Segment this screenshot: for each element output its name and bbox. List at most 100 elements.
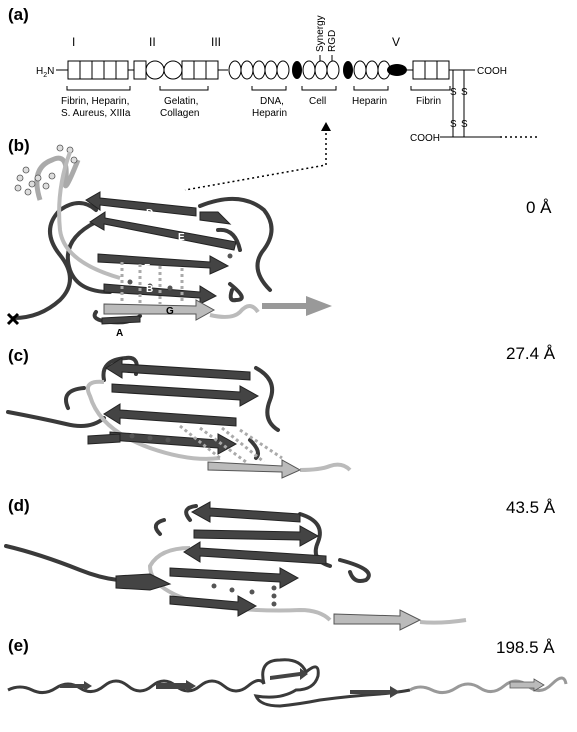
variable-region-v bbox=[387, 64, 407, 76]
disulfide-bridge bbox=[452, 70, 465, 137]
distance-label-1: 27.4 Å bbox=[506, 344, 556, 363]
distance-label-2: 43.5 Å bbox=[506, 498, 556, 517]
binding-label-1-line2: S. Aureus, XIIIa bbox=[61, 108, 131, 119]
panel-label-c: (c) bbox=[8, 346, 29, 365]
sulfur-label-2: S bbox=[461, 87, 468, 98]
panel-label-b: (b) bbox=[8, 136, 30, 155]
region-numeral-2: II bbox=[149, 35, 156, 49]
type-iii-modules bbox=[228, 60, 290, 80]
light-loop-b bbox=[57, 151, 121, 280]
c-terminus-label-2: COOH bbox=[410, 133, 440, 144]
binding-label-5: Heparin bbox=[352, 96, 387, 107]
extended-chain-dark bbox=[7, 679, 266, 695]
binding-label-4: Cell bbox=[309, 96, 326, 107]
type-iii-modules-heparin bbox=[353, 60, 391, 80]
panel-label-d: (d) bbox=[8, 496, 30, 515]
binding-label-6: Fibrin bbox=[416, 96, 441, 107]
strand-d bbox=[85, 191, 197, 217]
binding-label-2-line1: Gelatin, bbox=[164, 96, 198, 107]
strand-d-3 bbox=[183, 541, 327, 565]
sulfur-label-3: S bbox=[450, 119, 457, 130]
binding-label-3-line1: DNA, bbox=[260, 96, 284, 107]
light-loop-c bbox=[85, 379, 221, 461]
strand-label-c: C bbox=[144, 235, 151, 246]
zoom-pointer bbox=[184, 122, 331, 191]
strand-label-f: F bbox=[144, 263, 150, 274]
strands-d bbox=[115, 501, 327, 617]
light-tail-b bbox=[209, 304, 260, 319]
type-iii-modules-cell bbox=[302, 60, 340, 80]
binding-label-2-line2: Collagen bbox=[160, 108, 199, 119]
structure-panel-e bbox=[7, 658, 568, 708]
sulfur-label-1: S bbox=[450, 87, 457, 98]
pulling-force-arrow bbox=[262, 296, 332, 316]
strand-c-g bbox=[207, 459, 302, 479]
strand-a bbox=[101, 315, 141, 325]
binding-label-1-line1: Fibrin, Heparin, bbox=[61, 96, 129, 107]
strands-b bbox=[85, 191, 237, 325]
extended-chain-light bbox=[409, 676, 568, 695]
strand-d-6 bbox=[169, 595, 258, 617]
hbond-dots-b bbox=[127, 253, 233, 291]
type-i-modules-region-1 bbox=[67, 60, 129, 80]
hbond-dashes-c bbox=[179, 424, 283, 464]
synergy-label: Synergy bbox=[315, 15, 326, 52]
light-tail-c bbox=[299, 462, 352, 472]
strand-d-5 bbox=[115, 573, 172, 591]
strand-c-4 bbox=[109, 431, 238, 455]
strand-g bbox=[103, 299, 216, 321]
strand-b bbox=[103, 283, 218, 305]
type-i-module-6 bbox=[133, 60, 147, 80]
sulfur-label-4: S bbox=[461, 119, 468, 130]
anchor-point-icon bbox=[6, 312, 20, 326]
type-ii-module-2 bbox=[163, 60, 183, 80]
type-ii-module-1 bbox=[145, 60, 165, 80]
strand-label-g: G bbox=[166, 306, 174, 317]
panel-label-a: (a) bbox=[8, 5, 29, 24]
strand-c-3 bbox=[103, 403, 237, 427]
structure-panel-d bbox=[4, 501, 467, 631]
type-i-modules-fibrin bbox=[412, 60, 450, 80]
light-tail-d bbox=[419, 618, 467, 625]
strand-e-stub bbox=[199, 211, 232, 225]
module-map: H2N bbox=[36, 15, 540, 191]
hbond-dots-c bbox=[129, 433, 171, 443]
strand-f bbox=[97, 253, 230, 275]
panel-label-e: (e) bbox=[8, 636, 29, 655]
strand-label-e: E bbox=[178, 232, 185, 243]
binding-label-3-line2: Heparin bbox=[252, 108, 287, 119]
strand-label-d: D bbox=[146, 208, 153, 219]
rgd-ball-stick bbox=[14, 144, 81, 201]
distance-label-0: 0 Å bbox=[526, 198, 552, 217]
extra-domain-a bbox=[343, 61, 353, 79]
extra-domain-b bbox=[292, 61, 302, 79]
strand-d-g bbox=[333, 609, 422, 631]
rgd-label: RGD bbox=[327, 30, 338, 52]
strands-e bbox=[60, 668, 400, 698]
strand-d-4 bbox=[169, 567, 300, 589]
strand-e-g bbox=[509, 678, 545, 692]
strand-c bbox=[89, 211, 237, 251]
binding-brackets bbox=[66, 86, 451, 91]
strands-c bbox=[87, 357, 260, 455]
c-terminus-label-1: COOH bbox=[477, 66, 507, 77]
strand-d-2 bbox=[193, 525, 320, 547]
folded-region-e bbox=[253, 658, 411, 708]
strand-d-1 bbox=[190, 501, 301, 523]
strand-c-2 bbox=[111, 383, 260, 407]
strand-label-a: A bbox=[116, 328, 123, 339]
strand-c-1 bbox=[105, 357, 251, 381]
structure-panel-c bbox=[6, 355, 352, 479]
region-numeral-1: I bbox=[72, 35, 75, 49]
n-terminus-label: H2N bbox=[36, 66, 54, 79]
type-i-modules-region-3 bbox=[181, 60, 219, 80]
strand-c-5 bbox=[87, 433, 121, 445]
hbond-dashes-b bbox=[120, 262, 184, 304]
hbond-dots-d bbox=[211, 583, 277, 607]
strand-label-b: B bbox=[146, 284, 153, 295]
region-numeral-3: III bbox=[211, 35, 221, 49]
distance-label-3: 198.5 Å bbox=[496, 638, 555, 657]
structure-panel-b: D C E F B G A bbox=[6, 144, 332, 339]
region-numeral-5: V bbox=[392, 35, 400, 49]
